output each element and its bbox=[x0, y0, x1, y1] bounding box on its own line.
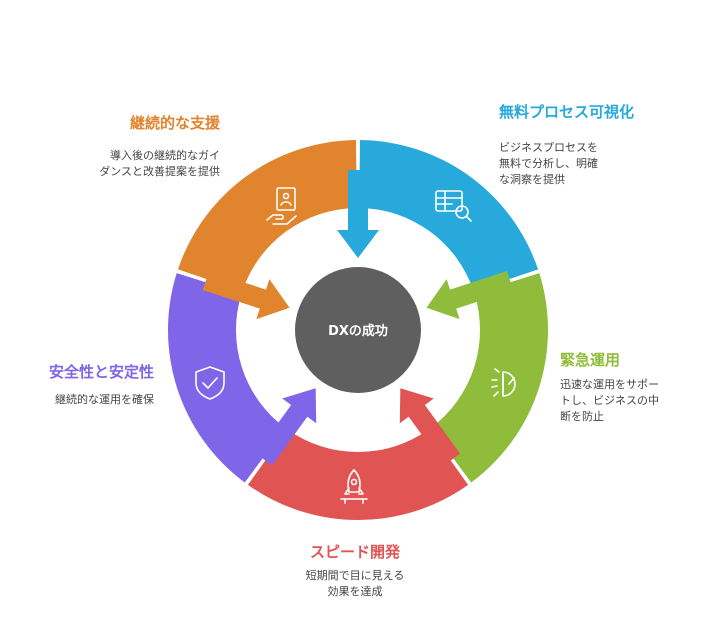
arrow-security bbox=[255, 388, 317, 466]
shield-check-icon bbox=[195, 366, 225, 400]
emergency-title: 緊急運用 bbox=[560, 351, 621, 369]
stopwatch-icon bbox=[491, 368, 516, 397]
center-label: DXの成功 bbox=[328, 323, 388, 339]
rocket-icon bbox=[340, 469, 368, 504]
segment-security bbox=[167, 273, 286, 483]
segment-visualization bbox=[359, 140, 539, 292]
segment-emergency bbox=[430, 273, 548, 483]
center-circle bbox=[295, 267, 421, 393]
visualization-title: 無料プロセス可視化 bbox=[499, 103, 635, 121]
arrow-emergency bbox=[426, 271, 514, 320]
arrow-visualization bbox=[337, 170, 379, 258]
arrow-speed bbox=[399, 388, 461, 466]
speed-description: 短期間で目に見える 効果を達成 bbox=[305, 569, 405, 598]
security-description: 継続的な運用を確保 bbox=[55, 393, 154, 406]
visualization-description: ビジネスプロセスを 無料で分析し、明確 な洞察を提供 bbox=[499, 141, 598, 186]
hand-document-icon bbox=[266, 187, 297, 225]
security-title: 安全性と安定性 bbox=[48, 363, 154, 381]
support-description: 導入後の継続的なガイ ダンスと改善提案を提供 bbox=[99, 149, 220, 178]
spreadsheet-search-icon bbox=[435, 190, 472, 222]
segment-support bbox=[177, 140, 357, 292]
arrow-support bbox=[202, 271, 290, 320]
support-title: 継続的な支援 bbox=[129, 114, 220, 132]
speed-title: スピード開発 bbox=[309, 543, 400, 561]
emergency-description: 迅速な運用をサポー トし、ビジネスの中 断を防止 bbox=[560, 378, 659, 423]
